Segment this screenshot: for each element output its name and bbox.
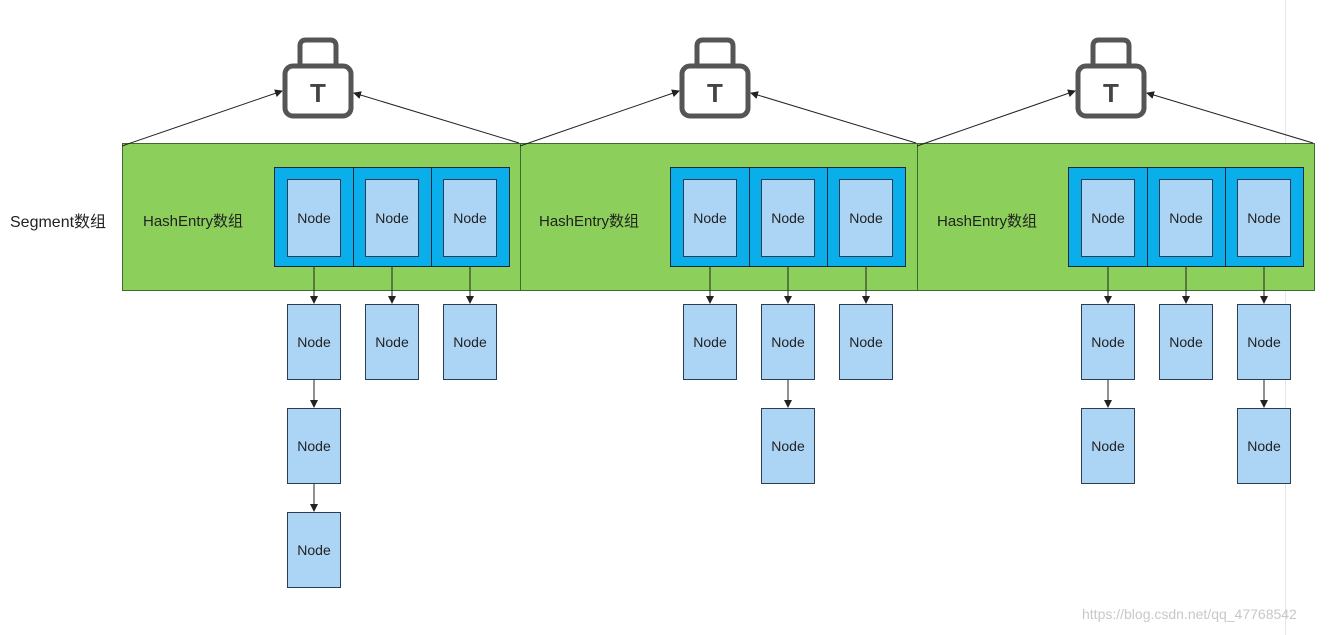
lock-arrow-left bbox=[916, 89, 1076, 147]
hashentry-array-label: HashEntry数组 bbox=[143, 213, 244, 230]
lock-arrow-left bbox=[121, 89, 283, 147]
chain-node-box: Node bbox=[1081, 408, 1135, 484]
lock-arrow-left bbox=[519, 89, 680, 147]
lock-glyph: T bbox=[1103, 78, 1119, 108]
lock-arrow-right bbox=[750, 91, 917, 144]
chain-node-box: Node bbox=[761, 408, 815, 484]
node-box: Node bbox=[761, 179, 815, 257]
chain-node-box: Node bbox=[1237, 408, 1291, 484]
hashentry-array-label: HashEntry数组 bbox=[937, 213, 1038, 230]
node-box: Node bbox=[1237, 179, 1291, 257]
node-box: Node bbox=[839, 179, 893, 257]
chain-node-box: Node bbox=[683, 304, 737, 380]
chain-node-box: Node bbox=[365, 304, 419, 380]
lock-glyph: T bbox=[707, 78, 723, 108]
chain-node-box: Node bbox=[839, 304, 893, 380]
lock-arrow-right bbox=[1146, 91, 1314, 144]
lock-icon bbox=[282, 37, 354, 119]
chain-node-box: Node bbox=[287, 512, 341, 588]
chain-node-box: Node bbox=[1237, 304, 1291, 380]
chain-node-box: Node bbox=[443, 304, 497, 380]
segment-array-label: Segment数组 bbox=[10, 214, 107, 231]
node-box: Node bbox=[683, 179, 737, 257]
chain-node-box: Node bbox=[287, 304, 341, 380]
node-box: Node bbox=[443, 179, 497, 257]
chain-node-box: Node bbox=[1159, 304, 1213, 380]
chain-node-box: Node bbox=[761, 304, 815, 380]
node-box: Node bbox=[1081, 179, 1135, 257]
watermark-text: https://blog.csdn.net/qq_47768542 bbox=[1082, 606, 1297, 622]
chain-node-box: Node bbox=[287, 408, 341, 484]
chain-node-box: Node bbox=[1081, 304, 1135, 380]
node-box: Node bbox=[287, 179, 341, 257]
node-box: Node bbox=[1159, 179, 1213, 257]
hashentry-array-label: HashEntry数组 bbox=[539, 213, 640, 230]
node-box: Node bbox=[365, 179, 419, 257]
lock-arrow-right bbox=[353, 91, 520, 144]
lock-icon bbox=[679, 37, 751, 119]
lock-icon bbox=[1075, 37, 1147, 119]
lock-glyph: T bbox=[310, 78, 326, 108]
